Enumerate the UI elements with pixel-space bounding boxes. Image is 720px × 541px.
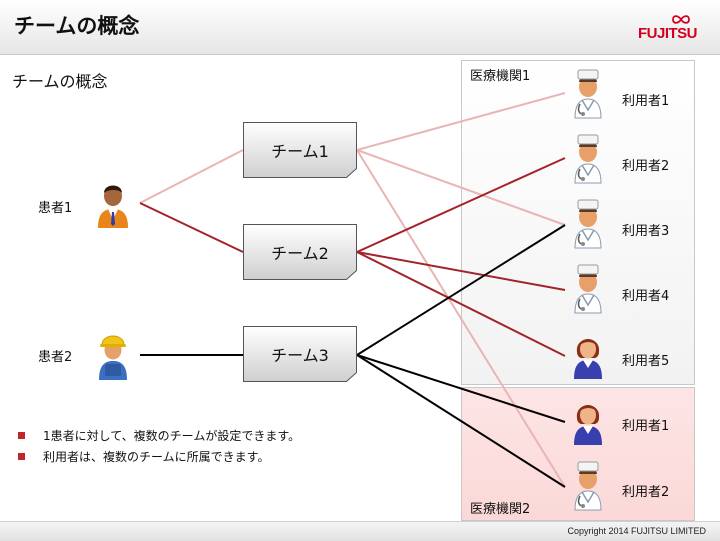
user-label: 利用者5 [622, 354, 670, 369]
user-label: 利用者2 [622, 485, 670, 500]
bullet-text: 利用者は、複数のチームに所属できます。 [43, 450, 270, 464]
logo-text: FUJITSU [638, 25, 698, 42]
infinity-logo-icon [672, 15, 690, 24]
team-box-1: チーム1 [243, 122, 357, 178]
link-patient1-team1 [139, 149, 244, 204]
user-label: 利用者2 [622, 159, 670, 174]
slide-title: チームの概念 [14, 14, 140, 38]
footer-bar: Copyright 2014 FUJITSU LIMITED [0, 521, 720, 541]
institution-label: 医療機関1 [470, 69, 531, 84]
nurse-icon [565, 194, 611, 250]
link-patient1-team2 [139, 202, 244, 253]
institution-label: 医療機関2 [470, 502, 531, 517]
team-box-2: チーム2 [243, 224, 357, 280]
bullet-list: 1患者に対して、複数のチームが設定できます。 利用者は、複数のチームに所属できま… [18, 425, 300, 467]
copyright-text: Copyright 2014 FUJITSU LIMITED [567, 526, 706, 536]
bullet-item: 1患者に対して、複数のチームが設定できます。 [18, 425, 300, 446]
user-label: 利用者1 [622, 94, 670, 109]
bullet-square-icon [18, 453, 25, 460]
team-box-shape [243, 326, 357, 382]
patient-worker-icon [90, 326, 136, 382]
patient-label-2: 患者2 [38, 350, 73, 365]
fujitsu-logo: FUJITSU [638, 14, 706, 42]
nurse-icon [565, 129, 611, 185]
nurse-icon [565, 456, 611, 512]
bullet-text: 1患者に対して、複数のチームが設定できます。 [43, 429, 301, 443]
woman-icon [565, 325, 611, 381]
team-box-shape [243, 122, 357, 178]
nurse-icon [565, 64, 611, 120]
team-label: チーム3 [271, 346, 329, 365]
user-label: 利用者4 [622, 289, 670, 304]
nurse-icon [565, 259, 611, 315]
header-bar: チームの概念 FUJITSU [0, 0, 720, 55]
patient-label-1: 患者1 [38, 201, 73, 216]
user-label: 利用者3 [622, 224, 670, 239]
woman-icon [565, 391, 611, 447]
diagram-subtitle: チームの概念 [12, 72, 108, 91]
team-label: チーム1 [271, 142, 329, 161]
team-box-3: チーム3 [243, 326, 357, 382]
bullet-item: 利用者は、複数のチームに所属できます。 [18, 446, 300, 467]
user-label: 利用者1 [622, 419, 670, 434]
patient-man-icon [90, 174, 136, 230]
team-box-shape [243, 224, 357, 280]
team-label: チーム2 [271, 244, 329, 263]
bullet-square-icon [18, 432, 25, 439]
